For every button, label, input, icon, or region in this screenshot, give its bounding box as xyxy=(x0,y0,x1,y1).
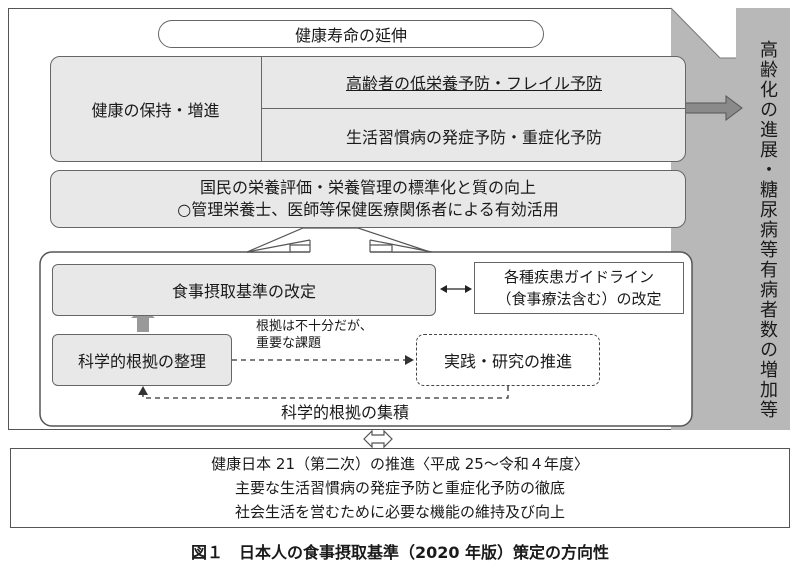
bottom-line-3: 社会生活を営むために必要な機能の維持及び向上 xyxy=(234,503,565,521)
standardization-line-1: 国民の栄養評価・栄養管理の標準化と質の向上 xyxy=(199,178,536,197)
bottom-line-1: 健康日本 21（第二次）の推進〈平成 25～令和４年度〉 xyxy=(211,455,589,473)
guideline-line-2: （食事療法含む）の改定 xyxy=(496,290,662,308)
standardization-box: 国民の栄養評価・栄養管理の標準化と質の向上 ○管理栄養士、医師等保健医療関係者に… xyxy=(50,170,686,228)
accumulation-label: 科学的根拠の集積 xyxy=(230,400,460,422)
health-box-label: 健康の保持・増進 xyxy=(50,56,262,162)
sub-goal-lifestyle: 生活習慣病の発症予防・重症化予防 xyxy=(345,127,602,147)
standardization-line-2: ○管理栄養士、医師等保健医療関係者による有効活用 xyxy=(177,200,559,219)
practice-box: 実践・研究の推進 xyxy=(416,334,600,386)
kenko-nippon-box: 健康日本 21（第二次）の推進〈平成 25～令和４年度〉 主要な生活習慣病の発症… xyxy=(10,448,790,528)
evidence-note-line-1: 根拠は不十分だが、 xyxy=(256,319,373,334)
hollow-double-arrow xyxy=(363,429,393,449)
evidence-note-line-2: 重要な課題 xyxy=(256,336,322,351)
guideline-box: 各種疾患ガイドライン （食事療法含む）の改定 xyxy=(474,262,684,314)
side-label-wrap: 高齢化の進展・糖尿病等有病者数の増加等 xyxy=(744,40,790,420)
figure-caption: 図１ 日本人の食事摂取基準（2020 年版）策定の方向性 xyxy=(190,543,610,562)
top-goal-box: 健康寿命の延伸 xyxy=(158,20,544,48)
health-group xyxy=(50,56,686,162)
revision-box: 食事摂取基準の改定 xyxy=(52,264,436,316)
evidence-box: 科学的根拠の整理 xyxy=(52,334,232,386)
guideline-line-1: 各種疾患ガイドライン xyxy=(503,268,654,286)
evidence-note: 根拠は不十分だが、 重要な課題 xyxy=(256,318,436,352)
sub-goal-frailty: 高齢者の低栄養予防・フレイル予防 xyxy=(262,56,686,109)
bottom-line-2: 主要な生活習慣病の発症予防と重症化予防の徹底 xyxy=(234,479,565,497)
side-label: 高齢化の進展・糖尿病等有病者数の増加等 xyxy=(757,40,778,420)
